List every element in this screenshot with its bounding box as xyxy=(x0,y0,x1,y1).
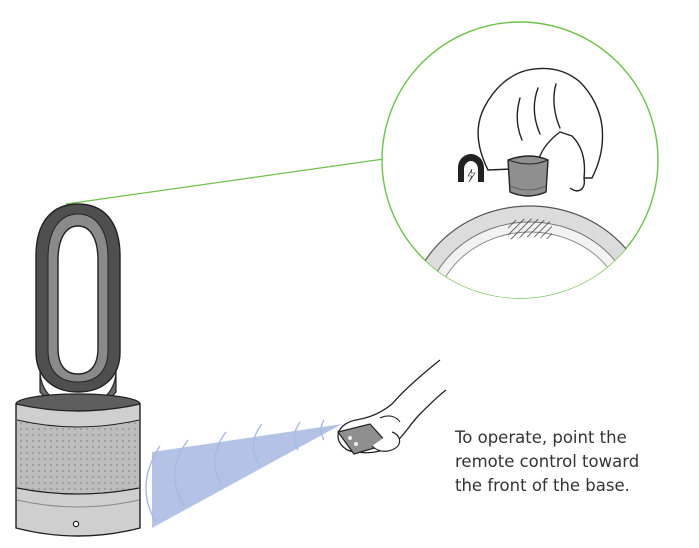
caption-line-1: To operate, point the xyxy=(455,428,627,447)
caption-line-3: the front of the base. xyxy=(455,476,630,495)
ir-receiver-dot xyxy=(72,520,80,528)
hand-with-remote xyxy=(477,67,604,179)
instruction-caption: To operate, point the remote control tow… xyxy=(455,426,695,498)
remote-control-icon xyxy=(336,359,447,455)
zoom-callout-circle xyxy=(381,21,659,299)
callout-lines xyxy=(65,156,399,205)
remote-control-zoom xyxy=(507,155,549,197)
magnet-icon xyxy=(458,154,484,183)
base-ring xyxy=(407,205,653,298)
fan-heater-device xyxy=(15,203,141,537)
caption-line-2: remote control toward xyxy=(455,452,640,471)
signal-beam xyxy=(145,419,342,528)
